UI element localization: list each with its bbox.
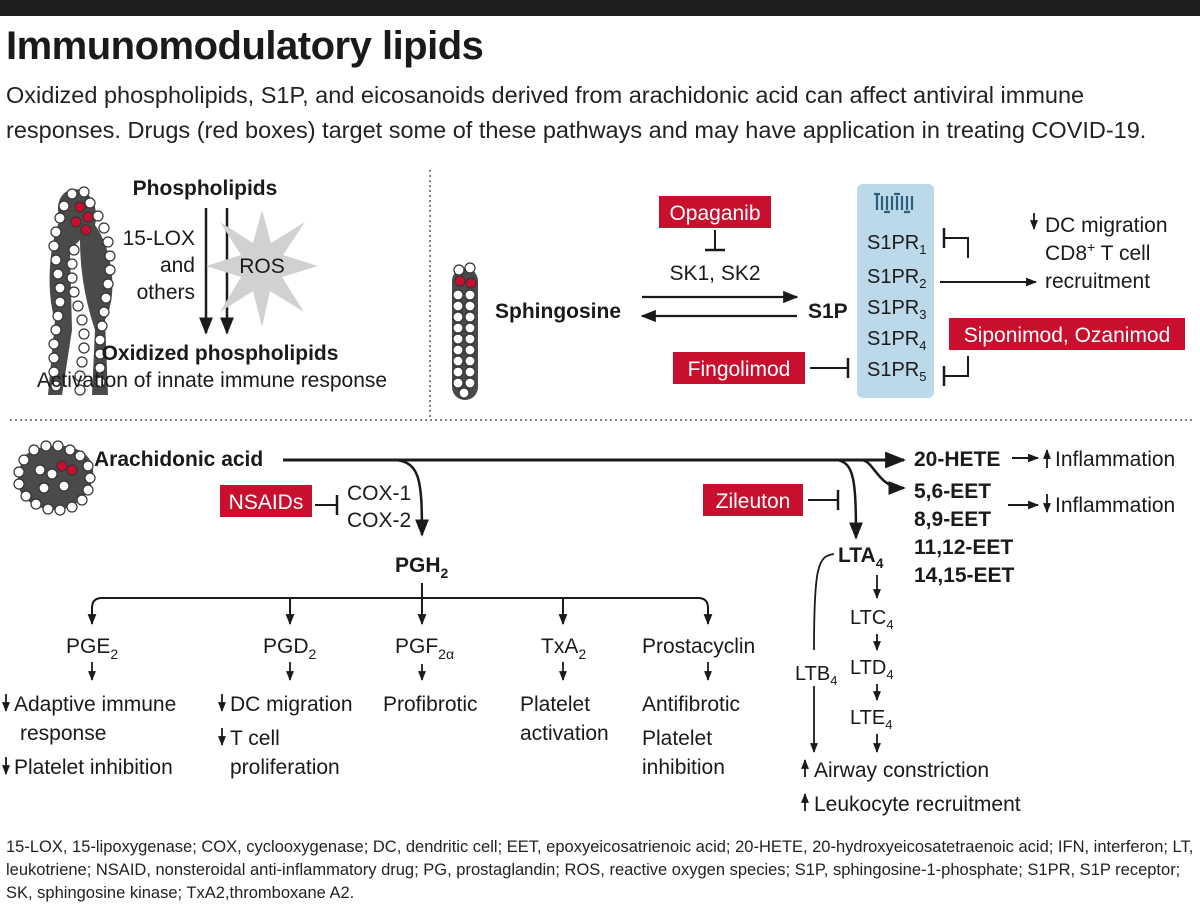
prostacyclin-label: Prostacyclin	[642, 635, 755, 658]
lox-branch-arrow	[837, 458, 863, 540]
hete-label: 20-HETE	[914, 448, 1000, 471]
pgd2-dc-migration-effect: DC migration	[230, 693, 353, 716]
pc-platelet-effect: Platelet	[642, 727, 712, 750]
s1pr2-label: S1PR2	[867, 266, 926, 291]
receptor-bracket-bottom	[944, 356, 969, 377]
eet-56-label: 5,6-EET	[914, 480, 991, 503]
s1pr1-label: S1PR1	[867, 232, 926, 257]
ros-star-icon	[206, 210, 318, 327]
pgd2-proliferation-effect: proliferation	[230, 756, 340, 779]
innate-activation-label: Activation of innate immune response	[37, 369, 387, 392]
siponimod-drug-box	[949, 318, 1185, 350]
receptor-icon	[874, 192, 914, 214]
airway-constriction-label: Airway constriction	[814, 759, 989, 782]
pgd2-tcell-effect: T cell	[230, 727, 280, 750]
others-label: others	[137, 281, 195, 304]
cox2-label: COX-2	[347, 509, 411, 532]
cox1-label: COX-1	[347, 482, 411, 505]
ltd4-label: LTD4	[850, 657, 894, 682]
s1pr3-label: S1PR3	[867, 297, 926, 322]
s1p-receptor-panel	[857, 184, 934, 398]
abbreviations-footnote: 15-LOX, 15-lipoxygenase; COX, cyclooxyge…	[6, 838, 1194, 902]
nsaids-drug-box	[220, 485, 312, 517]
lox-label: 15-LOX	[123, 227, 195, 250]
txa2-platelet-effect: Platelet	[520, 693, 590, 716]
opaganib-drug-box	[659, 196, 771, 228]
hete-inflammation-label: Inflammation	[1055, 448, 1175, 471]
sphingosine-molecule-icon	[452, 262, 478, 400]
profibrotic-effect: Profibrotic	[383, 693, 478, 716]
txa2-label: TxA2	[541, 635, 586, 662]
figure-subtitle: Oxidized phospholipids, S1P, and eicosan…	[6, 82, 1147, 143]
sk-label: SK1, SK2	[669, 262, 760, 285]
lta4-label: LTA4	[838, 544, 884, 571]
s1pr5-label: S1PR5	[867, 359, 926, 384]
figure-title: Immunomodulatory lipids	[6, 24, 484, 68]
platelet-inhibition-effect: Platelet inhibition	[14, 756, 173, 779]
receptor-bracket-top	[944, 237, 969, 258]
leukocyte-recruitment-label: Leukocyte recruitment	[814, 793, 1021, 816]
and-label: and	[160, 254, 195, 277]
arachidonic-acid-label: Arachidonic acid	[94, 448, 263, 471]
pge2-label: PGE2	[66, 635, 118, 662]
zileuton-label: Zileuton	[716, 490, 791, 513]
cd8-effect: CD8+ T cell	[1045, 239, 1150, 265]
eet-inflammation-label: Inflammation	[1055, 494, 1175, 517]
eet-1415-label: 14,15-EET	[914, 564, 1015, 587]
siponimod-label: Siponimod, Ozanimod	[964, 324, 1171, 347]
top-bar	[0, 0, 1200, 16]
phospholipids-label: Phospholipids	[133, 177, 278, 200]
sphingosine-label: Sphingosine	[495, 300, 621, 323]
fingolimod-label: Fingolimod	[688, 358, 791, 381]
lta4-to-ltb4-arrow	[813, 553, 835, 651]
pgd2-label: PGD2	[263, 635, 317, 662]
ros-label: ROS	[239, 255, 285, 278]
eet-branch-arrow	[861, 458, 906, 495]
adaptive-response-effect: response	[20, 722, 106, 745]
recruitment-effect: recruitment	[1045, 270, 1150, 293]
fingolimod-drug-box	[673, 352, 805, 384]
opaganib-label: Opaganib	[669, 202, 760, 225]
adaptive-immune-effect: Adaptive immune	[14, 693, 176, 716]
prostanoid-tree	[91, 597, 709, 622]
txa2-activation-effect: activation	[520, 722, 609, 745]
cox-branch-arrow	[394, 458, 429, 537]
pgf2a-label: PGF2α	[395, 635, 454, 662]
zileuton-drug-box	[703, 484, 803, 516]
pgh2-label: PGH2	[395, 554, 449, 581]
oxidized-phospholipids-label: Oxidized phospholipids	[102, 342, 339, 365]
s1p-label: S1P	[808, 300, 848, 323]
ltb4-label: LTB4	[795, 663, 837, 688]
nsaids-label: NSAIDs	[229, 491, 304, 514]
pc-inhibition-effect: inhibition	[642, 756, 725, 779]
dc-migration-effect: DC migration	[1045, 214, 1168, 237]
eet-89-label: 8,9-EET	[914, 508, 991, 531]
lte4-label: LTE4	[850, 707, 892, 732]
ltc4-label: LTC4	[850, 607, 894, 632]
eet-1112-label: 11,12-EET	[914, 536, 1013, 559]
s1pr4-label: S1PR4	[867, 328, 926, 353]
arachidonic-acid-molecule-icon	[13, 440, 96, 516]
antifibrotic-effect: Antifibrotic	[642, 693, 740, 716]
phospholipid-molecule-icon	[48, 186, 116, 396]
